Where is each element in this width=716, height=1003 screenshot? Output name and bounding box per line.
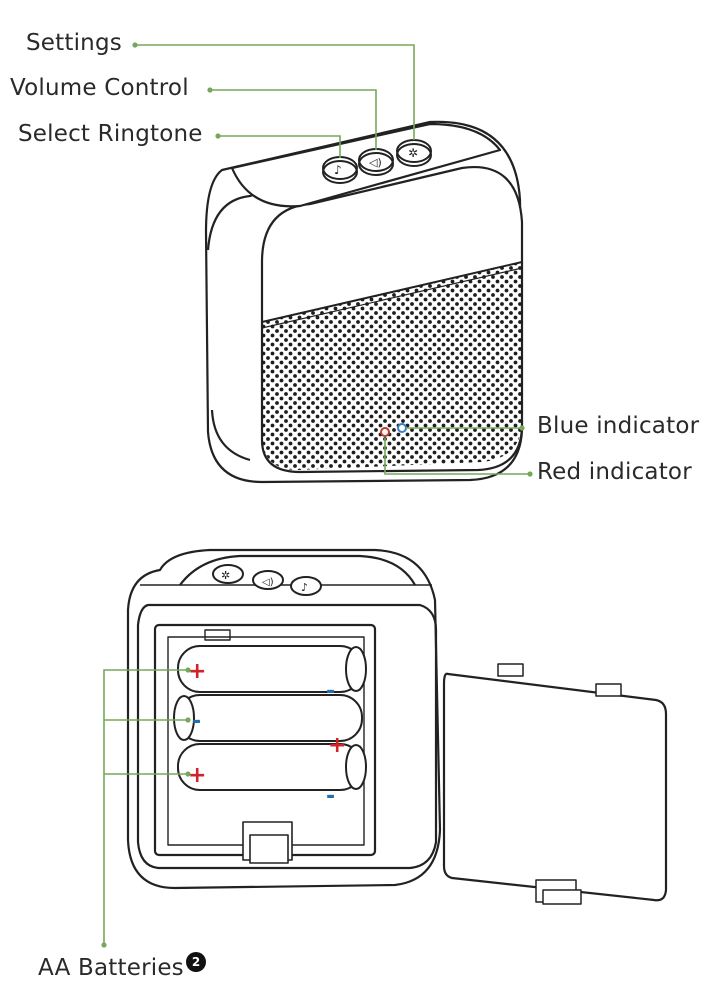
battery-2-left-polarity: - [192, 709, 201, 734]
battery-1 [177, 645, 367, 693]
battery-3-right-polarity: - [326, 784, 335, 809]
back-top-buttons: ✲ ◁) ♪ [212, 564, 322, 596]
battery-2 [173, 694, 363, 742]
music-note-icon: ♪ [301, 581, 308, 594]
settings-label: Settings [26, 30, 122, 56]
callout-lines-batteries [103, 669, 188, 945]
battery-door [442, 663, 668, 905]
battery-1-right-polarity: - [326, 679, 335, 704]
side-rim [206, 188, 271, 251]
ringtone-button[interactable]: ♪ [322, 156, 358, 184]
volume-control-label: Volume Control [10, 75, 189, 101]
back-inner-frame [136, 603, 438, 870]
select-ringtone-label: Select Ringtone [18, 121, 203, 147]
back-shell [126, 548, 442, 890]
device-shell [204, 120, 524, 484]
blue-indicator-label: Blue indicator [537, 413, 700, 439]
aa-batteries [173, 645, 367, 791]
gear-icon: ✲ [408, 146, 418, 160]
volume-icon: ◁) [262, 577, 274, 588]
device-back-view [126, 548, 442, 890]
blue-indicator-led [397, 423, 407, 433]
volume-button[interactable]: ◁) [358, 148, 394, 176]
volume-icon: ◁) [369, 156, 382, 169]
red-indicator-led [380, 427, 390, 437]
battery-2-right-polarity: + [328, 733, 346, 758]
battery-3 [177, 743, 367, 791]
back-top-face [179, 554, 416, 586]
music-note-icon: ♪ [334, 163, 342, 177]
gear-icon: ✲ [221, 569, 230, 582]
battery-1-left-polarity: + [188, 659, 206, 684]
settings-button[interactable]: ✲ [396, 139, 432, 167]
top-buttons: ♪ ◁) ✲ [322, 139, 432, 184]
callout-lines-top [135, 44, 530, 475]
red-indicator-label: Red indicator [537, 459, 692, 485]
battery-3-left-polarity: + [188, 763, 206, 788]
aa-batteries-label: AA Batteries [38, 955, 184, 981]
step-badge: 2 [186, 952, 206, 972]
